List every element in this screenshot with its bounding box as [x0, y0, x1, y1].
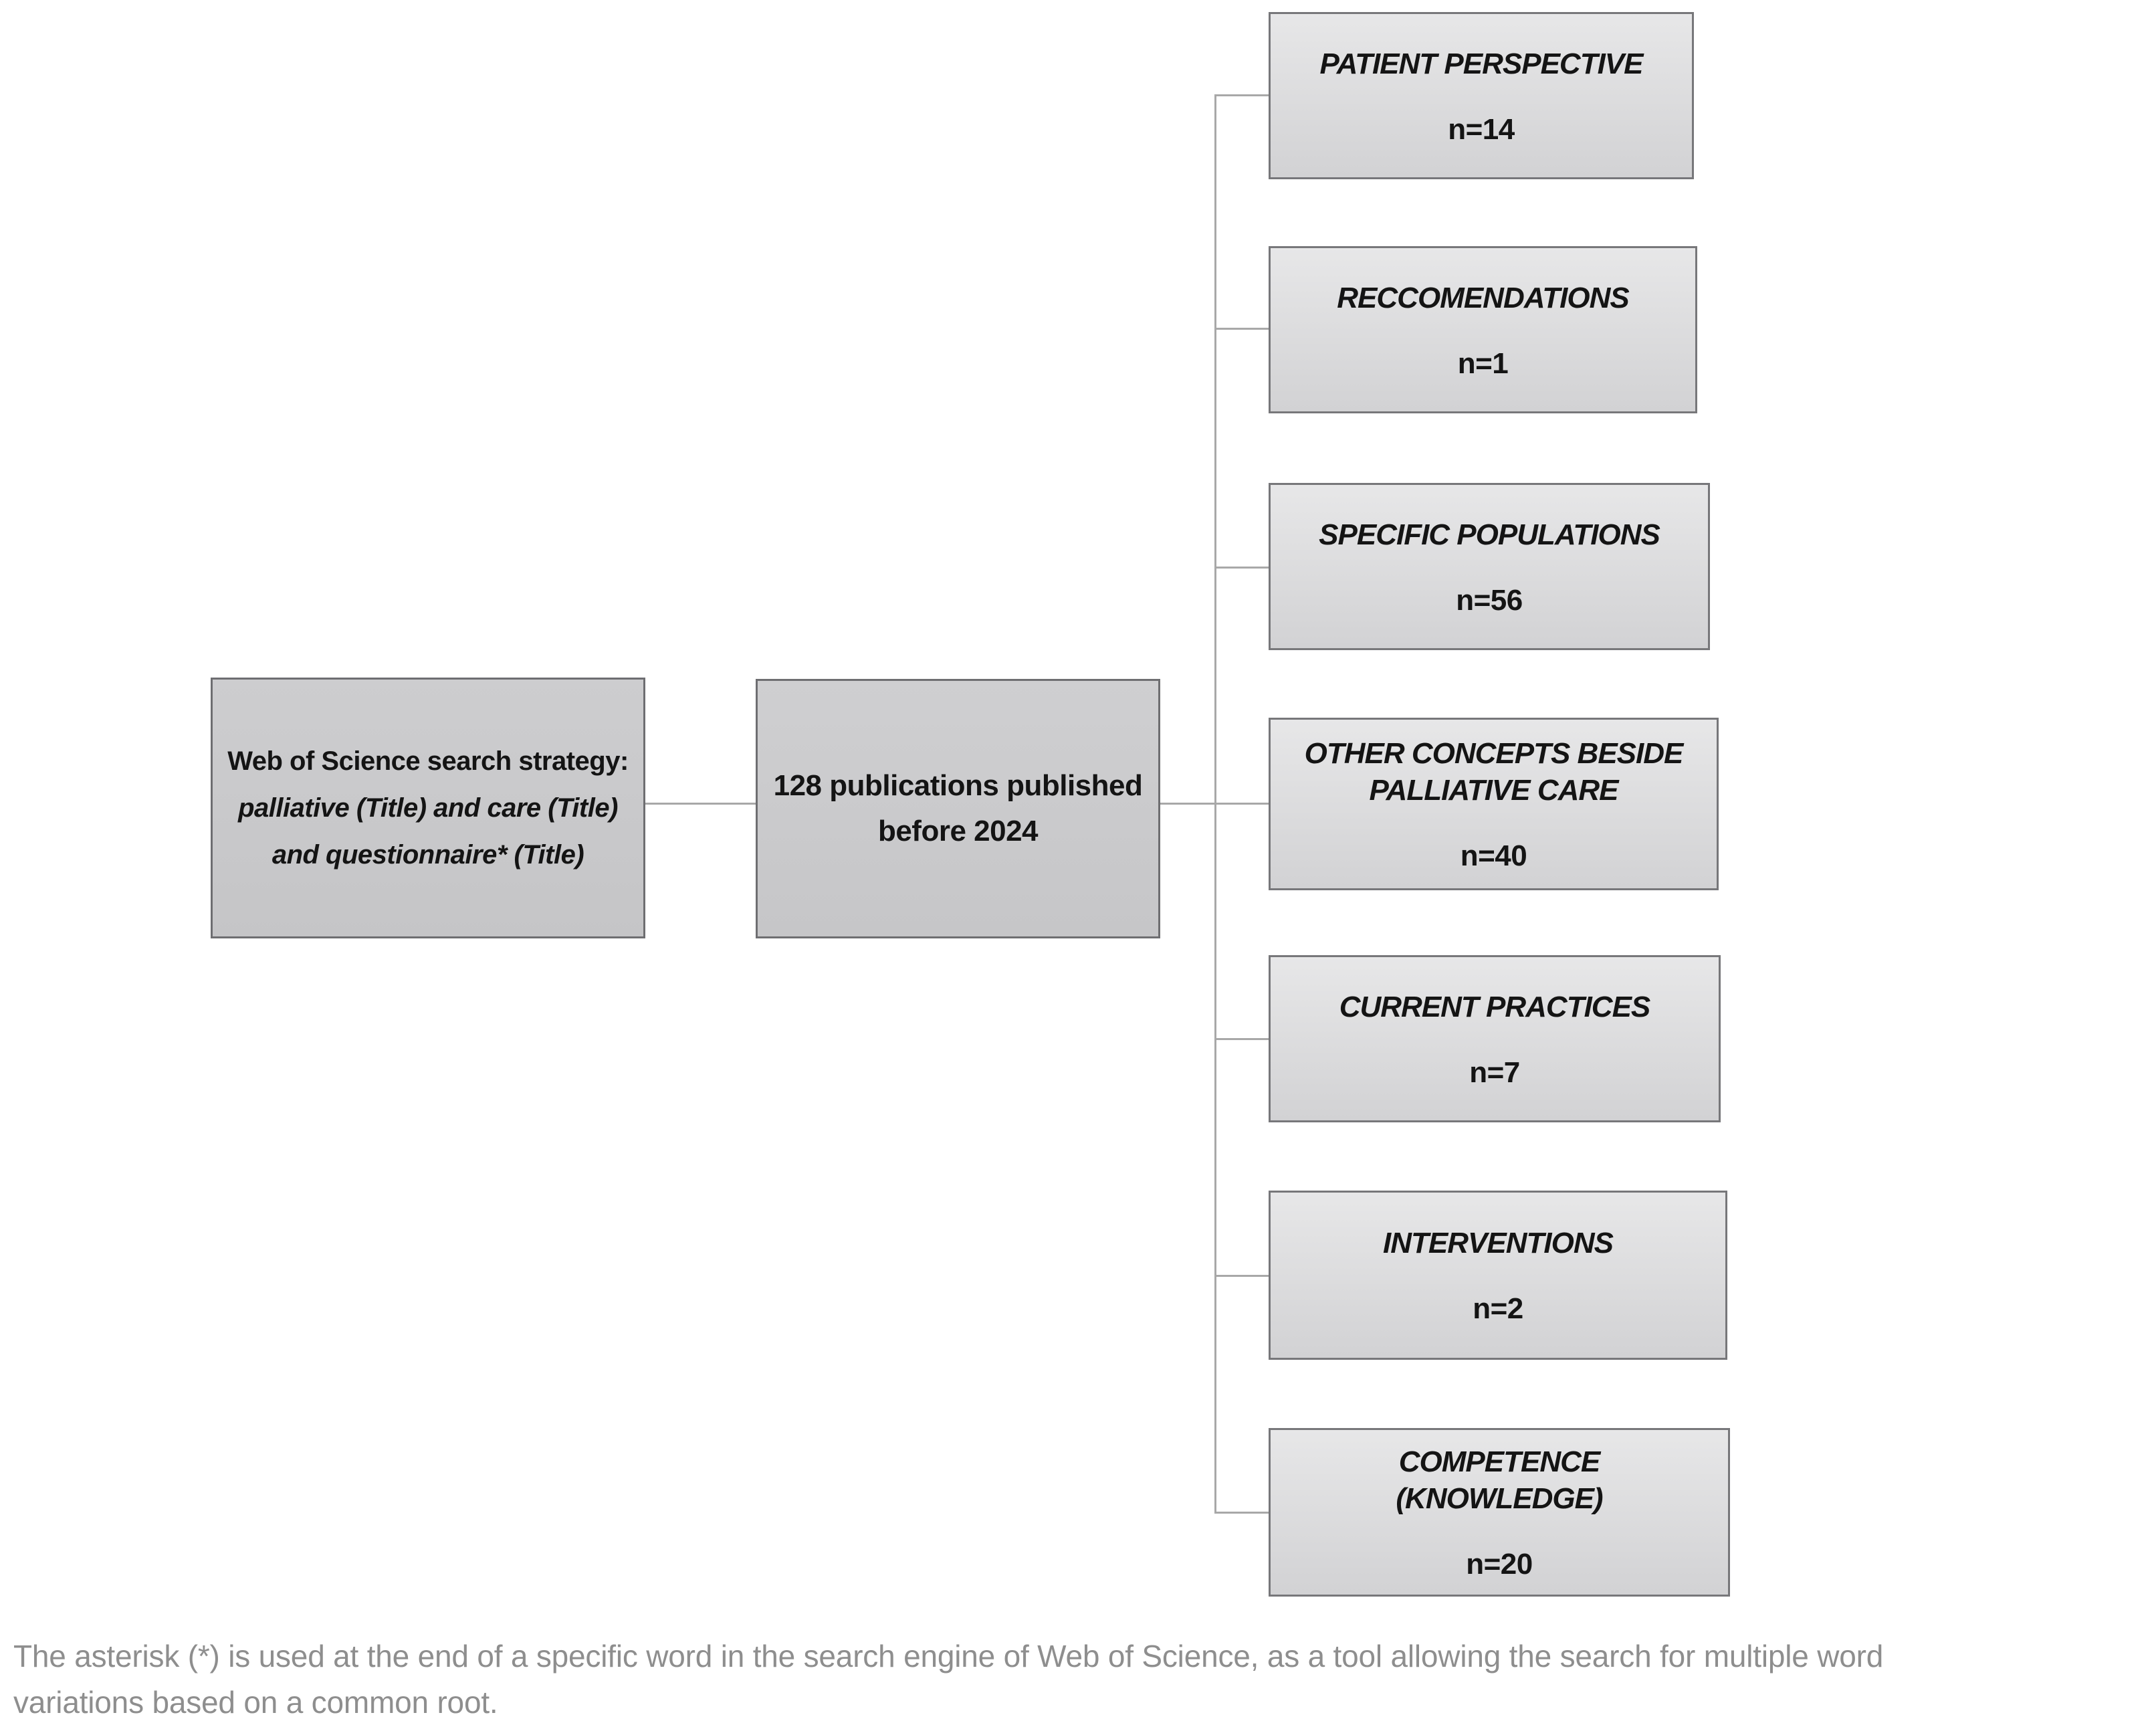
footnote-line-1: The asterisk (*) is used at the end of a…: [13, 1639, 1884, 1673]
footnote-line-2: variations based on a common root.: [13, 1685, 498, 1720]
category-label: OTHER CONCEPTS BESIDE PALLIATIVE CARE: [1304, 737, 1684, 807]
category-box-reccomendations: RECCOMENDATIONS n=1: [1269, 246, 1697, 413]
connector-branch-specific-populations: [1214, 567, 1269, 569]
category-box-interventions: INTERVENTIONS n=2: [1269, 1191, 1727, 1360]
category-box-other-concepts: OTHER CONCEPTS BESIDE PALLIATIVE CARE n=…: [1269, 718, 1719, 890]
category-count: n=14: [1448, 112, 1515, 146]
search-strategy-title: Web of Science search strategy:: [227, 746, 629, 776]
connector-branch-reccomendations: [1214, 328, 1269, 330]
category-label: COMPETENCE (KNOWLEDGE): [1396, 1445, 1603, 1515]
category-count: n=7: [1469, 1055, 1520, 1089]
category-label: PATIENT PERSPECTIVE: [1319, 47, 1643, 80]
connector-branch-competence: [1214, 1512, 1269, 1514]
connector-root-to-results: [645, 803, 756, 805]
category-count: n=2: [1473, 1292, 1523, 1325]
category-box-patient-perspective: PATIENT PERSPECTIVE n=14: [1269, 12, 1694, 179]
category-label: RECCOMENDATIONS: [1337, 281, 1629, 314]
category-count: n=40: [1460, 839, 1527, 872]
connector-branch-interventions: [1214, 1275, 1269, 1277]
search-strategy-box: Web of Science search strategy: palliati…: [211, 678, 645, 938]
connector-results-to-trunk: [1160, 803, 1214, 805]
connector-branch-patient-perspective: [1214, 94, 1269, 96]
publications-count-line1: 128 publications published: [773, 769, 1143, 802]
category-label: INTERVENTIONS: [1383, 1227, 1614, 1259]
category-count: n=56: [1456, 583, 1523, 617]
publications-count-box: 128 publications published before 2024: [756, 679, 1160, 938]
publications-count-line2: before 2024: [877, 815, 1039, 847]
category-box-specific-populations: SPECIFIC POPULATIONS n=56: [1269, 483, 1710, 650]
category-label: CURRENT PRACTICES: [1339, 990, 1651, 1023]
category-count: n=1: [1457, 346, 1509, 380]
category-label: SPECIFIC POPULATIONS: [1319, 518, 1660, 551]
category-count: n=20: [1466, 1548, 1533, 1581]
search-strategy-query-line2: and questionnaire* (Title): [272, 840, 584, 870]
category-box-competence-knowledge: COMPETENCE (KNOWLEDGE) n=20: [1269, 1428, 1730, 1597]
asterisk-footnote: The asterisk (*) is used at the end of a…: [13, 1633, 2153, 1725]
search-strategy-query-line1: palliative (Title) and care (Title): [238, 793, 618, 823]
connector-branch-other-concepts: [1214, 803, 1269, 805]
category-box-current-practices: CURRENT PRACTICES n=7: [1269, 955, 1721, 1122]
connector-branch-current-practices: [1214, 1038, 1269, 1040]
